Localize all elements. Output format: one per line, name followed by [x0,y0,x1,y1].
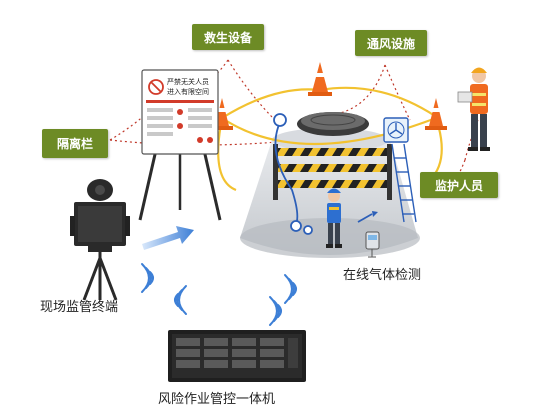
striped-barrier [273,144,392,200]
sign-line-1: 严禁无关人员 [167,77,209,86]
ventilation-fan [383,117,409,143]
wave-left [141,263,154,293]
label-isolation-barrier: 隔离栏 [42,129,108,158]
control-unit-device [168,330,306,382]
signal-wave-icon [141,263,297,326]
sign-line-2: 进入有限空间 [167,87,209,96]
ladder [391,143,417,223]
manhole-cover [297,112,369,136]
cone-right [425,98,447,130]
caption-monitoring-terminal: 现场监管终端 [40,300,119,315]
connector-ventilation [384,64,411,121]
rescue-harness [273,113,313,235]
traffic-cones [211,62,447,130]
connector-supervisor [464,119,479,161]
label-ventilation: 通风设施 [355,30,427,56]
worker-figure [326,188,342,248]
label-supervisor: 监护人员 [420,172,498,198]
wave-bottom-center [269,296,282,326]
data-flow-arrow [142,226,194,250]
connector-supervisor-2 [424,159,466,197]
wave-center [284,274,297,304]
cone-top [308,62,332,96]
supervisor-figure [457,67,490,151]
label-rescue-equipment: 救生设备 [192,24,264,50]
caption-gas-detection: 在线气体检测 [343,268,422,283]
caption-control-unit: 风险作业管控一体机 [158,392,276,407]
gas-detector [357,211,380,258]
monitoring-terminal [70,179,130,301]
wave-bottom-left [174,285,187,315]
warning-sign: 严禁无关人员 进入有限空间 [138,69,222,221]
